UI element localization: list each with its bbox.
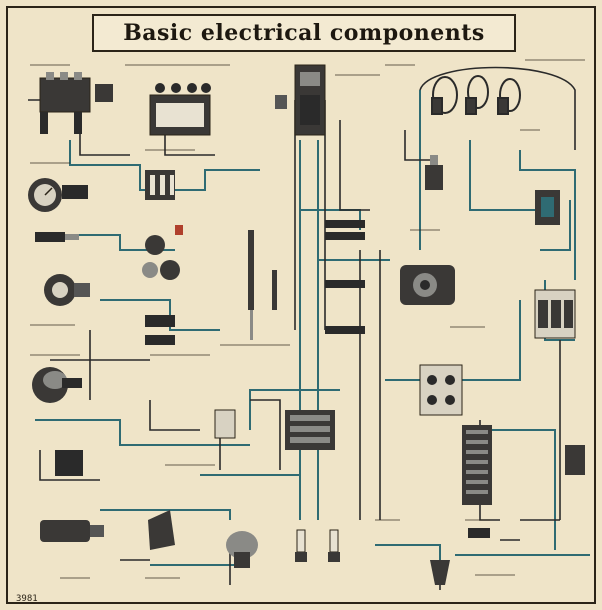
title-box: Basic electrical components <box>92 14 516 52</box>
distributor-icon <box>400 265 455 305</box>
lamp-icon <box>430 528 490 585</box>
horn-icon <box>40 450 104 542</box>
bulb-icon <box>148 510 258 568</box>
fuse-holder-icon <box>275 64 326 136</box>
connector-plug-icon <box>35 232 79 242</box>
harness-icon <box>431 75 521 115</box>
teal-wires <box>35 90 590 585</box>
coil-icon <box>425 155 443 190</box>
annotation-marks <box>30 59 585 579</box>
sheet-number: 3981 <box>16 594 38 604</box>
connector-strip-icon <box>142 170 183 345</box>
terminal-strip-icon <box>462 425 585 505</box>
alternator-icon <box>32 367 82 403</box>
diagram-title: Basic electrical components <box>123 20 485 46</box>
probe-icon <box>248 230 277 340</box>
spark-plug-icon <box>295 529 340 562</box>
relay-box-icon <box>535 190 560 225</box>
switch-block-icon <box>419 364 463 416</box>
dark-wires <box>28 66 576 590</box>
terminal-block-icon <box>149 83 211 136</box>
motor-icon <box>44 274 90 306</box>
switch-panel-icon <box>325 220 365 334</box>
sheet-border <box>6 6 596 604</box>
gauge-icon <box>28 178 88 212</box>
connector-panel-icon <box>214 409 335 450</box>
relay-icon <box>39 72 113 134</box>
contactor-icon <box>534 289 576 339</box>
